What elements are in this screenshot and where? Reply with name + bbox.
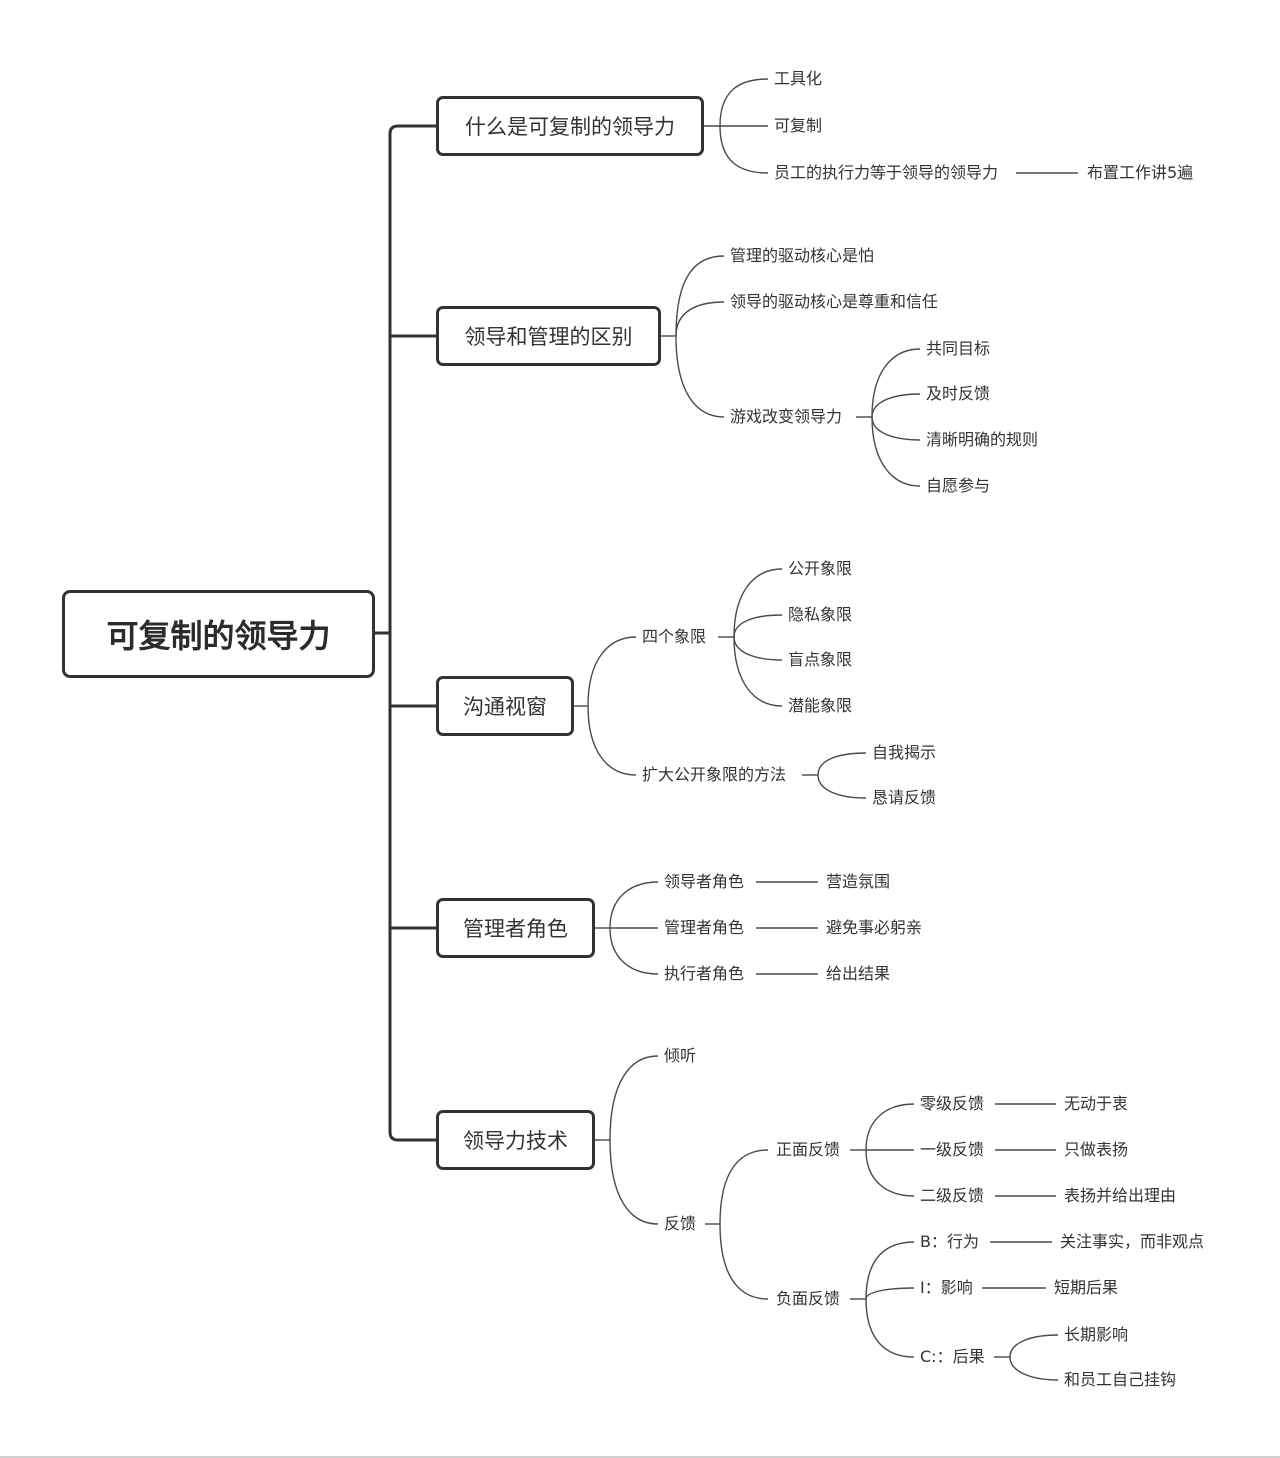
leaf-open-quadrant[interactable]: 公开象限 bbox=[788, 559, 853, 578]
leaf-four-quadrants[interactable]: 四个象限 bbox=[642, 627, 707, 646]
leaf-i-impact[interactable]: I：影响 bbox=[920, 1278, 973, 1297]
leaf-tooling[interactable]: 工具化 bbox=[774, 69, 823, 88]
leaf-negative-feedback[interactable]: 负面反馈 bbox=[776, 1289, 841, 1308]
leaf-praise-only[interactable]: 只做表扬 bbox=[1064, 1140, 1129, 1159]
topic-manager-roles[interactable]: 管理者角色 bbox=[436, 898, 595, 958]
leaf-feedback[interactable]: 反馈 bbox=[664, 1214, 697, 1233]
leaf-executor-role[interactable]: 执行者角色 bbox=[664, 964, 745, 983]
leaf-indifferent[interactable]: 无动于衷 bbox=[1064, 1094, 1129, 1113]
leaf-b-behavior[interactable]: B：行为 bbox=[920, 1232, 979, 1251]
leaf-create-atmosphere[interactable]: 营造氛围 bbox=[826, 872, 891, 891]
root-node[interactable]: 可复制的领导力 bbox=[62, 590, 375, 678]
leaf-c-consequences[interactable]: C:：后果 bbox=[920, 1347, 985, 1366]
topic-leadership-vs-management[interactable]: 领导和管理的区别 bbox=[436, 306, 661, 366]
leaf-leadership-driver[interactable]: 领导的驱动核心是尊重和信任 bbox=[730, 292, 939, 311]
leaf-first-level-feedback[interactable]: 一级反馈 bbox=[920, 1140, 985, 1159]
leaf-leader-role[interactable]: 领导者角色 bbox=[664, 872, 745, 891]
leaf-self-disclosure[interactable]: 自我揭示 bbox=[872, 743, 937, 762]
leaf-clear-rules[interactable]: 清晰明确的规则 bbox=[926, 430, 1039, 449]
leaf-link-to-employee[interactable]: 和员工自己挂钩 bbox=[1064, 1370, 1177, 1389]
leaf-timely-feedback[interactable]: 及时反馈 bbox=[926, 384, 991, 403]
leaf-positive-feedback[interactable]: 正面反馈 bbox=[776, 1140, 841, 1159]
leaf-zero-level-feedback[interactable]: 零级反馈 bbox=[920, 1094, 985, 1113]
topic-leadership-techniques[interactable]: 领导力技术 bbox=[436, 1110, 595, 1170]
leaf-ask-for-feedback[interactable]: 恳请反馈 bbox=[872, 788, 937, 807]
leaf-deliver-results[interactable]: 给出结果 bbox=[826, 964, 891, 983]
leaf-listening[interactable]: 倾听 bbox=[664, 1046, 697, 1065]
bottom-divider bbox=[0, 1456, 1280, 1458]
leaf-assign-work-five-times[interactable]: 布置工作讲5遍 bbox=[1087, 163, 1194, 182]
leaf-employee-execution[interactable]: 员工的执行力等于领导的领导力 bbox=[774, 163, 999, 182]
topic-what-is-replicable-leadership[interactable]: 什么是可复制的领导力 bbox=[436, 96, 704, 156]
topic-communication-window[interactable]: 沟通视窗 bbox=[436, 676, 574, 736]
leaf-voluntary-participation[interactable]: 自愿参与 bbox=[926, 476, 991, 495]
leaf-expand-open-quadrant[interactable]: 扩大公开象限的方法 bbox=[642, 765, 787, 784]
leaf-focus-on-facts[interactable]: 关注事实，而非观点 bbox=[1060, 1232, 1205, 1251]
leaf-praise-with-reason[interactable]: 表扬并给出理由 bbox=[1064, 1186, 1177, 1205]
leaf-short-term-consequences[interactable]: 短期后果 bbox=[1054, 1278, 1119, 1297]
leaf-games-change-leadership[interactable]: 游戏改变领导力 bbox=[730, 407, 843, 426]
leaf-common-goal[interactable]: 共同目标 bbox=[926, 339, 991, 358]
leaf-replicable[interactable]: 可复制 bbox=[774, 116, 823, 135]
leaf-blind-quadrant[interactable]: 盲点象限 bbox=[788, 650, 853, 669]
leaf-potential-quadrant[interactable]: 潜能象限 bbox=[788, 696, 853, 715]
leaf-management-driver[interactable]: 管理的驱动核心是怕 bbox=[730, 246, 875, 265]
leaf-avoid-micromanaging[interactable]: 避免事必躬亲 bbox=[826, 918, 923, 937]
leaf-long-term-impact[interactable]: 长期影响 bbox=[1064, 1325, 1129, 1344]
leaf-manager-role[interactable]: 管理者角色 bbox=[664, 918, 745, 937]
leaf-hidden-quadrant[interactable]: 隐私象限 bbox=[788, 605, 853, 624]
leaf-second-level-feedback[interactable]: 二级反馈 bbox=[920, 1186, 985, 1205]
